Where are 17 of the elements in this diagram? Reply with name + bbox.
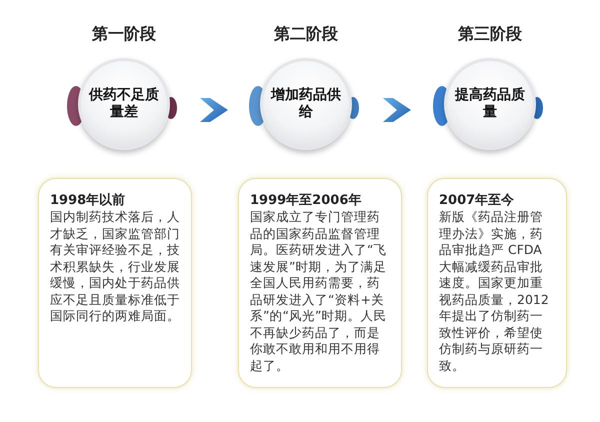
description-card <box>238 178 402 388</box>
stage-label: 供药不足质量差 <box>88 86 160 122</box>
description-card <box>427 178 567 388</box>
stage-heading: 第二阶段 <box>274 24 338 44</box>
chevron-arrow <box>383 98 411 122</box>
period-description: 国家成立了专门管理药品的国家药品监督管理局。医药研发进入了“飞速发展”时期，为了满足全国人民用药需要，药品研发进入了“资料+关系”的“风光”时期。人民不再缺少药品了，而是你敢不敢用和用不用得起了。 <box>250 209 388 374</box>
period-heading: 1999年至2006年 <box>250 193 362 209</box>
period-heading: 2007年至今 <box>439 193 516 209</box>
period-heading: 1998年以前 <box>50 193 126 209</box>
stage-label: 增加药品供给 <box>270 86 342 122</box>
stage-heading: 第三阶段 <box>458 24 522 44</box>
chevron-arrow <box>200 98 228 122</box>
stage-label: 提高药品质量 <box>454 86 526 122</box>
period-description: 新版《药品注册管理办法》实施，药品审批趋严 CFDA 大幅减缓药品审批速度。国家更加重视药品质量，2012 年提出了仿制药一致性评价，希望使仿制药与原研药一致。 <box>439 209 550 374</box>
period-description: 国内制药技术落后，人才缺乏，国家监管部门有关审评经验不足，技术积累缺失，行业发展缓慢，国内处于药品供应不足且质量标准低于国际同行的两难局面。 <box>50 209 180 324</box>
description-card <box>38 178 192 388</box>
stage-heading: 第一阶段 <box>92 24 156 44</box>
